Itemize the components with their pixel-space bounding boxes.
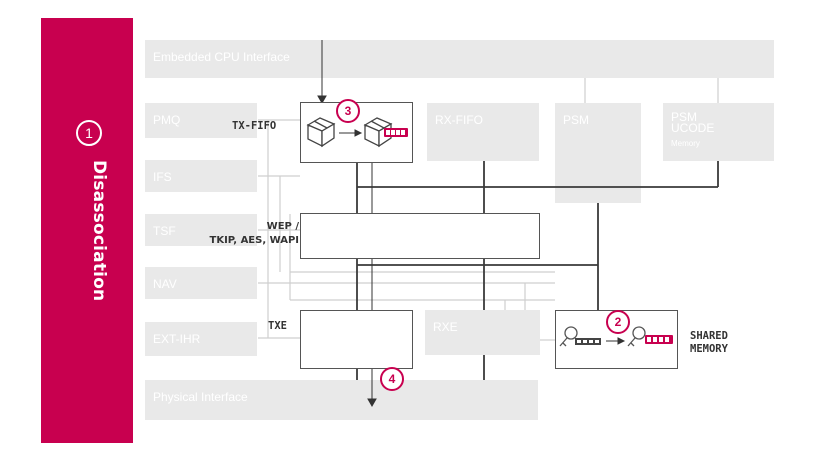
shared-memory-label-line1: SHARED [690, 330, 728, 342]
package-icon [306, 117, 336, 148]
crypto-box [300, 213, 540, 259]
txe-box [300, 310, 413, 369]
step-3-marker: 3 [336, 99, 360, 123]
rxe-block: RXE [425, 310, 540, 355]
rx-fifo-block: RX-FIFO [427, 103, 539, 161]
sidebar-title: Disassociation [89, 160, 109, 302]
package-tagged-icon [363, 117, 393, 148]
step-4-marker: 4 [380, 367, 404, 391]
key-icon [559, 326, 578, 347]
shared-memory-label-line2: MEMORY [690, 343, 728, 355]
key-tagged-icon [627, 326, 646, 347]
psm-ucode-block: PSM UCODE Memory [663, 103, 774, 161]
nav-block: NAV [145, 267, 257, 299]
psm-ucode-label: PSM UCODE [671, 110, 715, 135]
wep-label-line2: TKIP, AES, WAPI [209, 235, 300, 246]
sidebar [41, 18, 133, 443]
tx-fifo-label: TX-FIFO [232, 120, 277, 132]
psm-ucode-sub: Memory [671, 139, 700, 148]
step-2-marker: 2 [606, 310, 630, 334]
sidebar-step-number: 1 [76, 120, 102, 146]
tag-strip [384, 128, 408, 137]
txe-label: TXE [268, 320, 287, 332]
wep-label-line1: WEP / [266, 221, 299, 232]
physical-interface-block: Physical Interface [145, 380, 538, 420]
ext-ihr-block: EXT-IHR [145, 322, 257, 356]
ifs-block: IFS [145, 160, 257, 192]
tsf-block: TSF [145, 214, 257, 246]
cpu-interface-block: Embedded CPU Interface [145, 40, 774, 78]
pmq-block: PMQ [145, 103, 257, 138]
